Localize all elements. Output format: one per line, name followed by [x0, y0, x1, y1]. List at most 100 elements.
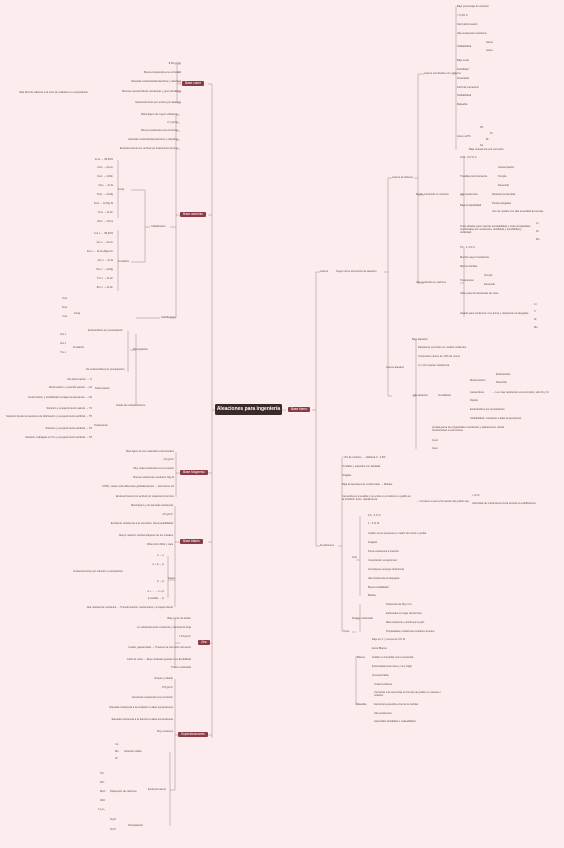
medio-sub: Uso de medios con alta severidad de temp…	[492, 210, 544, 213]
node-zinc[interactable]: Zinc	[198, 640, 211, 645]
node-base-aluminio[interactable]: Base aluminio	[180, 212, 207, 217]
blanca-item: Bajo en C y menos de 1% Si	[372, 638, 406, 641]
node-base-magnesio[interactable]: Base Magnesio	[180, 470, 208, 475]
aluminio-grado: Grado de endurecimiento	[116, 404, 146, 407]
super-precipitacion: Precipitación	[128, 824, 143, 827]
gris-item: Alta resistencia al desgaste	[368, 577, 400, 580]
inox-item: Martensíticos	[470, 379, 486, 382]
fase-item: β → β	[156, 580, 164, 583]
alto-carbono: Alto contenido en carbono	[416, 281, 447, 284]
inox-item: Austeníticos	[470, 391, 485, 394]
grado-item: Solución y envejecimiento artificial → T…	[45, 427, 92, 430]
grado-item: Solución y envejecimiento natural → T4	[46, 407, 92, 410]
node-base-cobre[interactable]: Base cobre	[182, 81, 205, 86]
aluminio-tratamiento: Tratamiento	[94, 424, 108, 427]
aust-note: → Los más resistentes a la corrosión, al…	[492, 391, 549, 394]
super-item: 8,5 g/cm³	[162, 686, 173, 689]
alto-element: Cr	[534, 303, 537, 306]
pb-item: Pb	[480, 126, 484, 129]
carbono-sub: Soldabilidad	[457, 94, 472, 97]
medio-sub: Revenido	[498, 184, 509, 187]
titanio-fases: Fases	[168, 577, 176, 580]
carbono-sub: Hierro	[486, 41, 494, 44]
ss-item: W	[115, 757, 118, 760]
alto-item: 0,6 - 1,4 % C	[460, 246, 476, 249]
super-item: Elevada resistencia a la oxidación a alt…	[109, 706, 173, 709]
super-item: Elevada resistencia a la fluencia a alta…	[111, 718, 173, 721]
node-aceros[interactable]: Aceros	[320, 270, 329, 273]
maleable-item: Tratar la blanca	[374, 683, 392, 686]
alto-element: V	[534, 310, 536, 313]
node-fundiciones[interactable]: Fundiciones	[320, 544, 334, 547]
aluminio-endurecibles: Endurecibles por precipitación	[88, 329, 123, 332]
titanio-item: Excelente resistencia a la corrosión; bi…	[110, 522, 173, 525]
medio-item: Alta resistencia	[460, 193, 478, 196]
fundicion-code: 1xx.x → 99,00%	[94, 232, 113, 235]
forja-code2: 7xxx	[62, 315, 68, 318]
medio-sub: Austenización	[498, 166, 515, 169]
gris-item: Barata	[368, 594, 376, 597]
pb-item: Bi	[486, 138, 489, 141]
magnesio-item: Muy mala resistencia a la corrosión	[133, 467, 174, 470]
titanio-item: Mayor relación resistencia/peso de los m…	[119, 534, 173, 537]
node-superaleaciones[interactable]: Superaleaciones	[178, 732, 208, 737]
carbono-bajo: Baja resistencia a la corrosión	[469, 148, 504, 151]
magnesio-item: 1,8 g/cm³	[163, 458, 174, 461]
aceros-aleados: Aceros aleados	[386, 366, 404, 369]
carbono-sub: Ductilidad	[457, 68, 469, 71]
super-item: Excelente resistencia a la corrosión	[132, 696, 173, 699]
nodular-item: Esferoides en lugar de láminas	[386, 612, 422, 615]
aceros-nombrados: Aceros nombrados con carbono	[424, 72, 461, 75]
forja-code: 7xxx → Al-Zn	[97, 211, 113, 214]
fund-blanca: Blanca	[357, 656, 365, 659]
aceros-desc: Según otros elementos de aleación	[336, 270, 377, 273]
alto-item: Menos dúctiles	[460, 265, 478, 268]
disp-item: Cr₂C₃	[98, 808, 105, 811]
forja-code2: 2xxx	[62, 297, 68, 300]
fundicion-code: 3xx.x → Al-Si+Mg/+Cu	[86, 250, 113, 253]
mart-sub: Endurecidos	[496, 373, 511, 376]
carbono-item: < 0,3% C	[457, 14, 468, 17]
titanio-item: Obtención difícil y cara	[146, 543, 173, 546]
aluminio-item: Buena resistencia a la corrosión	[141, 129, 178, 132]
cobre-item: 8,96 g/cm³	[168, 62, 181, 65]
carbono-item: Fácil deformación	[457, 23, 478, 26]
grado-item: Sin deformación → O	[67, 378, 92, 381]
zinc-item: Precio moderado	[171, 666, 191, 669]
super-dispersion: Dispersión de carburos	[110, 790, 137, 793]
fund-grafito-sub: Velocidad de enfriamiento lenta durante …	[472, 502, 536, 505]
aluminio-grado-label: Clasificación	[161, 316, 176, 319]
alto-item: Mucha mayor resistencia	[460, 256, 489, 259]
gris-item: Frágiles	[368, 541, 378, 544]
fundicion-code: 4xx.x → Al-Si	[97, 259, 113, 262]
inox-item: Endurecibles por precipitación	[470, 408, 505, 411]
alto-item: Tratamiento	[460, 279, 474, 282]
node-base-titanio[interactable]: Base titanio	[180, 539, 203, 544]
ss-item: Co	[115, 743, 119, 746]
forja-code: 6xxx → Al-Mg-Si	[93, 202, 113, 205]
carbono-sub: Fácil de mecanizar	[457, 86, 479, 89]
aluminio-item: Metal ligero de mayor utilización	[140, 113, 178, 116]
fase-item: α + ... → α + β	[147, 590, 164, 593]
aleados-item: Cr y Ni mejoran resistencia	[418, 364, 450, 367]
carbono-item: Alta resistencia mecánica	[457, 32, 487, 35]
aleados-alta: Alta aleación	[413, 394, 428, 397]
aluminio-item: Elevada conductividad eléctrica y calorí…	[128, 138, 178, 141]
node-base-hierro[interactable]: Base hierro	[288, 407, 311, 412]
disp-item: MoC	[100, 790, 106, 793]
fundicion-code2: 3xx.x	[60, 342, 67, 345]
aceros-carbono: Aceros al carbono	[392, 176, 413, 179]
carbono-sub: Tenacidad	[457, 77, 469, 80]
fundicion-code: 5xx.x → Al-Mg	[96, 268, 113, 271]
aluminio-item: Endurecimiento por acritud y/o tratamien…	[119, 147, 178, 150]
medio-carbono: Medio contenido en carbono	[416, 193, 449, 196]
magnesio-item: Más ligero de los materiales estructural…	[126, 450, 174, 453]
grado-item: Deformación y estabilizado a bajas tempe…	[28, 396, 92, 399]
medio-element: Mo	[536, 238, 540, 241]
titanio-alta: Alta resistencia mecánica → Transformaci…	[86, 606, 173, 609]
zinc-item: Lo suficientemente resistente y fácilmen…	[136, 626, 191, 629]
gris-item: Poca resistencia a tracción	[368, 550, 399, 553]
alto-element: W	[534, 318, 537, 321]
nodular-item: Propiedades mecánicas similares al acero	[386, 630, 435, 633]
root-node[interactable]: Aleaciones para ingeniería	[215, 404, 282, 415]
